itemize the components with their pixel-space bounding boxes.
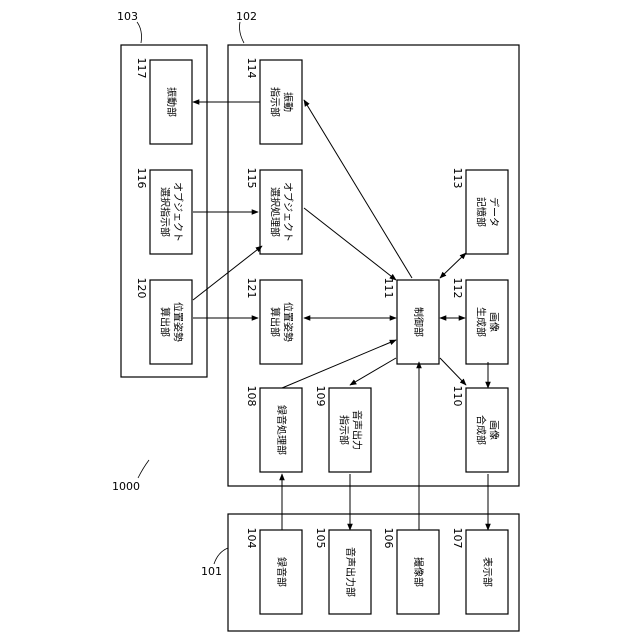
block-114-box — [260, 60, 302, 144]
leader-101 — [214, 548, 228, 564]
block-116-number: 116 — [135, 168, 148, 189]
block-104: 104 録音部 — [245, 528, 302, 615]
block-109-label-line: 指示部 — [338, 415, 351, 445]
block-115-label-line: オブジェクト — [282, 182, 295, 242]
block-114-label-line: 指示部 — [269, 87, 282, 117]
block-107-label-line: 表示部 — [481, 557, 494, 587]
edge-111-114 — [304, 100, 412, 278]
block-114-label-line: 振動 — [282, 92, 295, 112]
block-110-label-line: 合成部 — [475, 415, 488, 445]
block-112-box — [466, 280, 508, 364]
block-108-number: 108 — [245, 386, 258, 407]
block-105-number: 105 — [314, 528, 327, 549]
block-110-number: 110 — [451, 386, 464, 407]
block-120: 120 位置姿勢算出部 — [135, 278, 192, 365]
block-120-number: 120 — [135, 278, 148, 299]
label-101: 101 — [201, 565, 222, 578]
block-104-label-line: 録音部 — [275, 557, 288, 587]
block-120-label-line: 位置姿勢 — [172, 302, 185, 342]
label-102: 102 — [236, 10, 257, 23]
block-121-label-line: 算出部 — [269, 307, 282, 337]
block-110-label-line: 画像 — [488, 420, 500, 440]
block-121-number: 121 — [245, 278, 258, 299]
block-121: 121 位置姿勢算出部 — [245, 278, 302, 365]
block-111-label-line: 制御部 — [412, 307, 425, 337]
block-114-number: 114 — [245, 58, 258, 79]
block-115-box — [260, 170, 302, 254]
block-109: 109 音声出力指示部 — [314, 386, 371, 473]
leader-1000 — [138, 460, 149, 478]
leader-102 — [240, 22, 245, 43]
block-110-box — [466, 388, 508, 472]
block-120-box — [150, 280, 192, 364]
block-105-label-line: 音声出力部 — [344, 547, 357, 597]
block-110: 110 画像合成部 — [451, 386, 508, 473]
block-120-label-line: 算出部 — [159, 307, 172, 337]
block-113-box — [466, 170, 508, 254]
block-116-label-line: オブジェクト — [172, 182, 185, 242]
block-111: 111 制御部 — [382, 278, 439, 365]
block-108-label-line: 録音処理部 — [275, 405, 288, 455]
block-105: 105 音声出力部 — [314, 528, 371, 615]
edge-111-109 — [350, 358, 396, 385]
block-109-box — [329, 388, 371, 472]
block-108: 108 録音処理部 — [245, 386, 302, 473]
block-117-number: 117 — [135, 58, 148, 79]
block-106-number: 106 — [382, 528, 395, 549]
block-111-number: 111 — [382, 278, 395, 299]
edge-115-111 — [304, 208, 396, 280]
block-117: 117 振動部 — [135, 58, 192, 145]
block-106-label-line: 撮像部 — [412, 557, 425, 587]
block-107: 107 表示部 — [451, 528, 508, 615]
block-113: 113 データ記憶部 — [451, 168, 508, 255]
block-112-number: 112 — [451, 278, 464, 299]
label-1000: 1000 — [112, 480, 140, 493]
block-116: 116 オブジェクト選択指示部 — [135, 168, 192, 255]
block-115-number: 115 — [245, 168, 258, 189]
block-113-label-line: データ — [488, 197, 501, 227]
block-109-label-line: 音声出力 — [351, 410, 364, 450]
block-112: 112 画像生成部 — [451, 278, 508, 365]
block-116-box — [150, 170, 192, 254]
block-109-number: 109 — [314, 386, 327, 407]
block-116-label-line: 選択指示部 — [159, 187, 172, 237]
block-113-number: 113 — [451, 168, 464, 189]
block-106: 106 撮像部 — [382, 528, 439, 615]
block-121-box — [260, 280, 302, 364]
block-112-label-line: 生成部 — [475, 307, 488, 337]
block-104-number: 104 — [245, 528, 258, 549]
edge-111-110 — [440, 358, 466, 385]
block-115-label-line: 選択処理部 — [269, 187, 282, 237]
block-117-label-line: 振動部 — [165, 87, 178, 117]
leader-103 — [137, 22, 142, 43]
block-115: 115 オブジェクト選択処理部 — [245, 168, 302, 255]
label-103: 103 — [117, 10, 138, 23]
block-121-label-line: 位置姿勢 — [282, 302, 295, 342]
block-113-label-line: 記憶部 — [475, 197, 488, 227]
edge-111-113 — [440, 253, 466, 278]
block-107-number: 107 — [451, 528, 464, 549]
block-112-label-line: 画像 — [488, 312, 500, 332]
block-114: 114 振動指示部 — [245, 58, 302, 145]
